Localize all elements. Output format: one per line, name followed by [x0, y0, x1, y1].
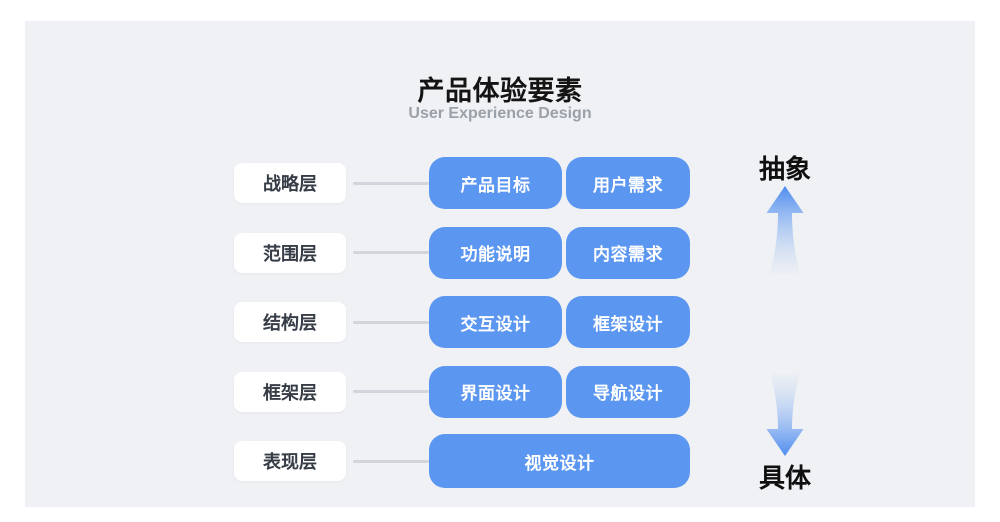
connector-line — [353, 320, 429, 324]
layer-label: 表现层 — [234, 441, 346, 481]
connector-line — [353, 251, 429, 254]
page-title: 产品体验要素 — [417, 76, 583, 106]
node-box: 用户需求 — [566, 157, 690, 209]
connector-line — [353, 459, 429, 463]
node-text: 界面设计 — [460, 384, 531, 403]
node-text: 框架设计 — [593, 314, 663, 334]
arrow-down-icon — [766, 369, 804, 456]
layer-label-text: 范围层 — [263, 243, 317, 264]
node-text: 视觉设计 — [524, 453, 595, 473]
node-box: 产品目标 — [429, 157, 562, 209]
node-box: 功能说明 — [429, 226, 562, 279]
layer-label-text: 表现层 — [263, 452, 317, 472]
connector-line — [353, 390, 429, 393]
layer-row-scope: 范围层 功能说明 内容需求 — [25, 21, 975, 507]
node-text: 产品目标 — [460, 175, 531, 195]
node-text: 用户需求 — [593, 175, 663, 195]
layer-label-text: 框架层 — [263, 382, 317, 403]
node-text: 交互设计 — [460, 314, 531, 334]
page-subtitle: User Experience Design — [408, 105, 592, 122]
layer-label: 结构层 — [234, 302, 346, 342]
node-text: 内容需求 — [593, 245, 663, 264]
layer-label: 框架层 — [234, 371, 346, 412]
connector-line — [353, 181, 429, 185]
layer-row-strategy: 战略层 产品目标 用户需求 — [25, 21, 975, 507]
node-text: 功能说明 — [460, 245, 531, 264]
node-box: 交互设计 — [429, 296, 562, 348]
node-box: 内容需求 — [566, 226, 690, 279]
layer-row-surface: 表现层 视觉设计 — [25, 21, 975, 507]
node-box: 界面设计 — [429, 365, 562, 418]
layer-label-text: 结构层 — [263, 313, 317, 333]
diagram-panel: 产品体验要素 User Experience Design 战略层 产品目标 用… — [25, 21, 975, 507]
layer-label: 战略层 — [234, 163, 346, 203]
axis-label-concrete: 具体 — [758, 463, 811, 493]
layer-row-skeleton: 框架层 界面设计 导航设计 — [25, 21, 975, 507]
node-box: 视觉设计 — [429, 434, 690, 488]
arrow-up-icon — [766, 186, 804, 279]
layer-label-text: 战略层 — [263, 174, 317, 194]
node-box: 框架设计 — [566, 296, 690, 348]
layer-row-structure: 结构层 交互设计 框架设计 — [25, 21, 975, 507]
layer-label: 范围层 — [234, 232, 346, 273]
axis-label-abstract: 抽象 — [758, 154, 811, 184]
node-text: 导航设计 — [593, 384, 663, 403]
node-box: 导航设计 — [566, 365, 690, 418]
